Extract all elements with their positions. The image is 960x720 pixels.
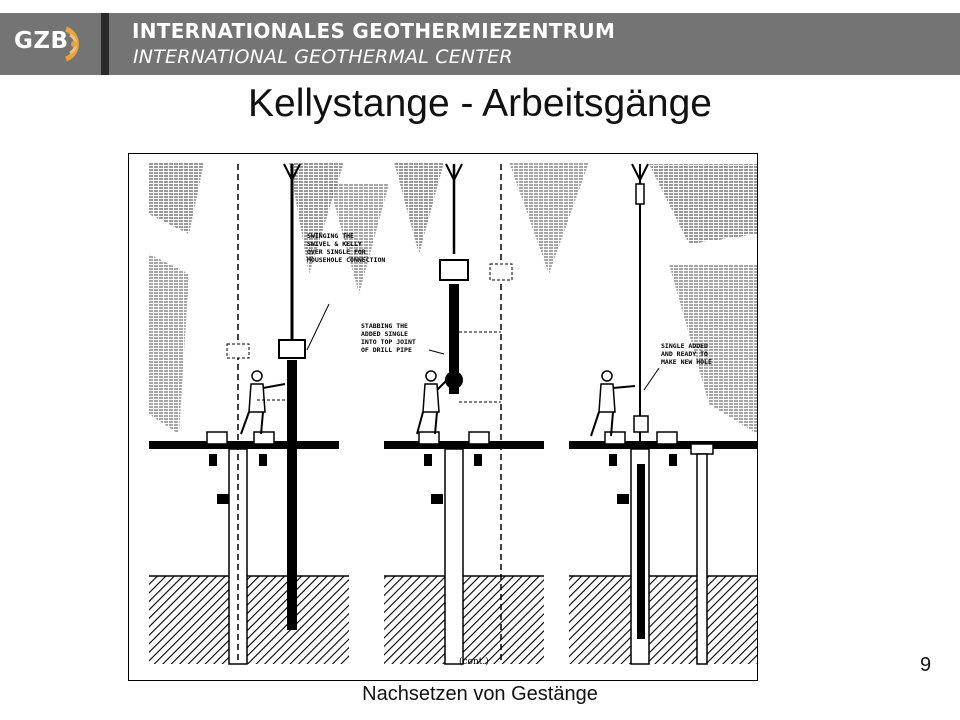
- drilling-illustration: SWINGING THE SWIVEL & KELLY OVER SINGLE …: [128, 153, 758, 681]
- derrick-shading: [149, 162, 757, 434]
- svg-text:MOUSEHOLE CONNECTION: MOUSEHOLE CONNECTION: [307, 256, 385, 264]
- panel-1: [149, 163, 339, 665]
- panel-2: [384, 163, 544, 665]
- svg-text:SWIVEL & KELLY: SWIVEL & KELLY: [307, 240, 362, 248]
- figure-caption: Nachsetzen von Gestänge: [362, 683, 598, 705]
- banner-separator: [101, 13, 109, 75]
- svg-text:STABBING THE: STABBING THE: [361, 322, 408, 330]
- logo-text: GZB: [14, 28, 69, 54]
- panel-2-annotation: STABBING THE ADDED SINGLE INTO TOP JOINT…: [361, 322, 416, 354]
- svg-text:SINGLE ADDED: SINGLE ADDED: [661, 342, 708, 350]
- logo-arc-icon: [64, 26, 79, 62]
- svg-text:AND READY TO: AND READY TO: [661, 350, 708, 358]
- svg-text:ADDED SINGLE: ADDED SINGLE: [361, 330, 408, 338]
- ground-hatching: [149, 575, 757, 664]
- center-name-german: INTERNATIONALES GEOTHERMIEZENTRUM: [132, 19, 616, 43]
- panel-1-annotation: SWINGING THE SWIVEL & KELLY OVER SINGLE …: [307, 232, 385, 264]
- center-name-english: INTERNATIONAL GEOTHERMAL CENTER: [133, 46, 513, 68]
- gzb-logo: GZB: [0, 13, 100, 75]
- svg-text:SWINGING THE: SWINGING THE: [307, 232, 354, 240]
- svg-text:INTO TOP JOINT: INTO TOP JOINT: [361, 338, 416, 346]
- header-banner: GZB INTERNATIONALES GEOTHERMIEZENTRUM IN…: [0, 13, 960, 75]
- drilling-diagram: SWINGING THE SWIVEL & KELLY OVER SINGLE …: [149, 162, 757, 667]
- continued-label: (cont.): [459, 656, 489, 667]
- panel-3: [569, 163, 757, 665]
- svg-text:OVER SINGLE FOR: OVER SINGLE FOR: [307, 248, 366, 256]
- svg-text:MAKE NEW HOLE: MAKE NEW HOLE: [661, 358, 712, 366]
- page-number: 9: [920, 654, 932, 676]
- panel-3-annotation: SINGLE ADDED AND READY TO MAKE NEW HOLE: [661, 342, 712, 366]
- slide-title: Kellystange - Arbeitsgänge: [248, 82, 712, 125]
- svg-text:OF DRILL PIPE: OF DRILL PIPE: [361, 346, 412, 354]
